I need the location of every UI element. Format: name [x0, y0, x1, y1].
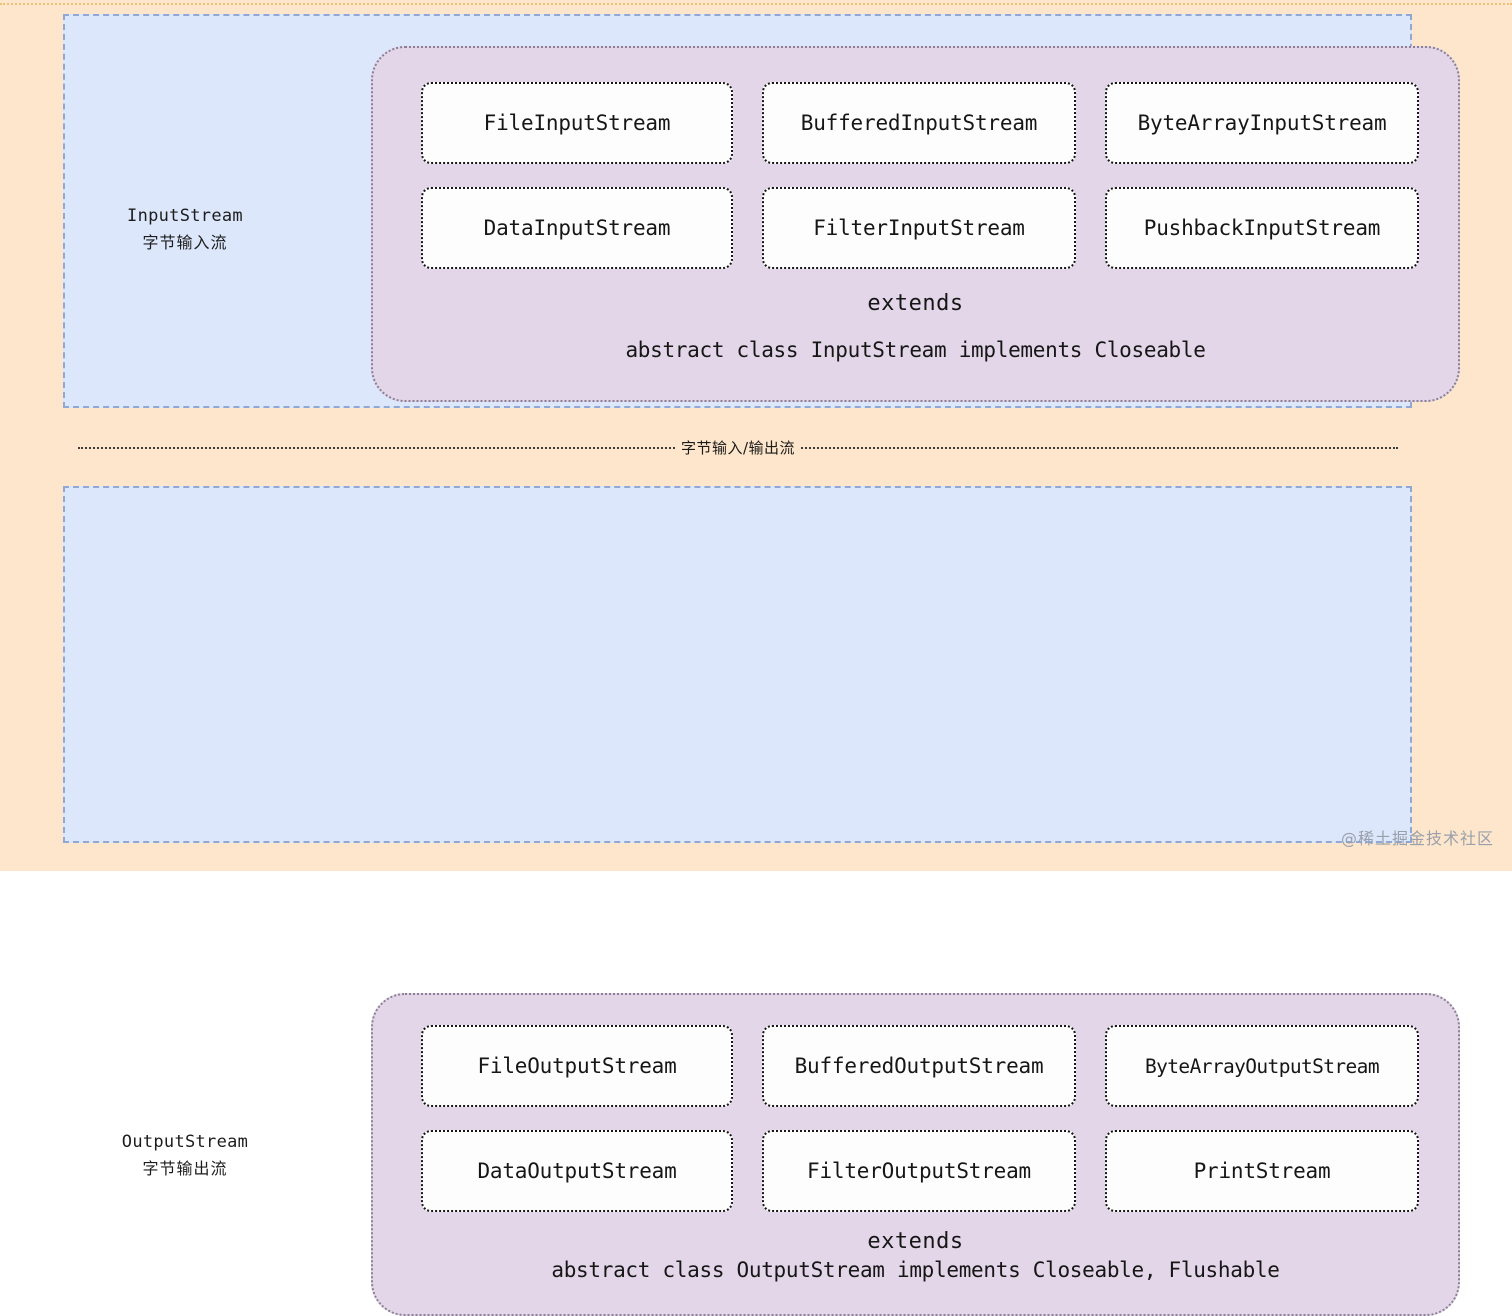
- side-label-input-stream: InputStream 字节输入流: [65, 202, 305, 256]
- class-box-buffered-input-stream[interactable]: BufferedInputStream: [762, 82, 1076, 164]
- extends-label-output-stream: extends: [867, 1229, 964, 1254]
- extends-label-input-stream: extends: [867, 291, 964, 316]
- panel-input-stream: FileInputStream BufferedInputStream Byte…: [371, 46, 1460, 402]
- panel-output-stream: FileOutputStream BufferedOutputStream By…: [371, 993, 1460, 1316]
- side-label-input-stream-en: InputStream: [127, 206, 243, 226]
- side-label-output-stream-en: OutputStream: [121, 1132, 249, 1152]
- class-box-data-input-stream[interactable]: DataInputStream: [421, 187, 733, 269]
- top-dotted-rule: [0, 3, 1512, 5]
- class-signature-input-stream: abstract class InputStream implements Cl…: [625, 338, 1206, 362]
- class-grid-output-stream: FileOutputStream BufferedOutputStream By…: [373, 995, 1458, 1212]
- class-box-filter-output-stream[interactable]: FilterOutputStream: [762, 1130, 1076, 1212]
- class-grid-input-stream: FileInputStream BufferedInputStream Byte…: [373, 48, 1458, 269]
- section-input-stream: InputStream 字节输入流 FileInputStream Buffer…: [63, 14, 1460, 408]
- class-box-file-input-stream[interactable]: FileInputStream: [421, 82, 733, 164]
- class-box-print-stream[interactable]: PrintStream: [1105, 1130, 1419, 1212]
- class-box-buffered-output-stream[interactable]: BufferedOutputStream: [762, 1025, 1076, 1107]
- side-label-input-stream-cn: 字节输入流: [142, 233, 228, 253]
- class-box-filter-input-stream[interactable]: FilterInputStream: [762, 187, 1076, 269]
- divider-label: 字节输入/输出流: [674, 437, 802, 458]
- panel-footer-input-stream: extends abstract class InputStream imple…: [373, 291, 1458, 362]
- class-signature-output-stream: abstract class OutputStream implements C…: [551, 1258, 1280, 1282]
- class-box-pushback-input-stream[interactable]: PushbackInputStream: [1105, 187, 1419, 269]
- class-box-byte-array-input-stream[interactable]: ByteArrayInputStream: [1105, 82, 1419, 164]
- side-label-output-stream: OutputStream 字节输出流: [65, 1128, 305, 1182]
- side-label-output-stream-cn: 字节输出流: [142, 1159, 228, 1179]
- class-box-byte-array-output-stream[interactable]: ByteArrayOutputStream: [1105, 1025, 1419, 1107]
- class-box-data-output-stream[interactable]: DataOutputStream: [421, 1130, 733, 1212]
- watermark-text: @稀土掘金技术社区: [1340, 829, 1494, 848]
- panel-footer-output-stream: extends abstract class OutputStream impl…: [373, 1229, 1458, 1282]
- class-box-file-output-stream[interactable]: FileOutputStream: [421, 1025, 733, 1107]
- divider-line: 字节输入/输出流: [78, 437, 1398, 458]
- section-output-stream: OutputStream 字节输出流 FileOutputStream Buff…: [63, 486, 1460, 1316]
